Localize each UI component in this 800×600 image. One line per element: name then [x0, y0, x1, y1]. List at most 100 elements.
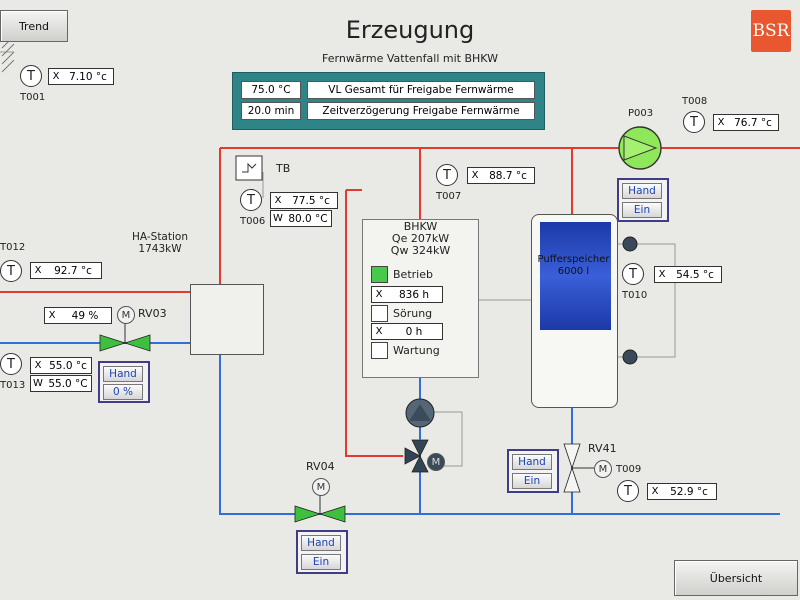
- t001-value: 7.10 °c: [63, 68, 114, 85]
- t010-tag: T010: [622, 290, 648, 301]
- setpoint-vl-label: VL Gesamt für Freigabe Fernwärme: [307, 81, 535, 99]
- p003-hand-button[interactable]: Hand: [622, 183, 662, 199]
- rv03-mode: X: [44, 307, 60, 324]
- ha-station-name: HA-Station: [132, 231, 188, 243]
- t006-setpoint-value[interactable]: 80.0 °C: [285, 210, 332, 227]
- t009-sensor-icon: T: [617, 480, 639, 502]
- bhkw-fault-hours-value: 0 h: [386, 323, 443, 340]
- bhkw-panel: BHKW Qe 207kW Qw 324kW Betrieb X 836 h S…: [362, 219, 479, 378]
- t013-setpoint-value[interactable]: 55.0 °C: [45, 375, 92, 392]
- rv41-hand-button[interactable]: Hand: [512, 454, 552, 470]
- hot-pipes: [0, 147, 800, 457]
- t013-sensor-icon: T: [0, 353, 22, 375]
- bhkw-hours-value: 836 h: [386, 286, 443, 303]
- p003-tag: P003: [628, 108, 654, 119]
- t001-mode: X: [48, 68, 64, 85]
- t007-value: 88.7 °c: [482, 167, 535, 184]
- t013-tag: T013: [0, 380, 26, 391]
- tb-thermostat-icon: [235, 155, 263, 181]
- tb-label: TB: [276, 162, 291, 175]
- grey-lines: [0, 51, 676, 467]
- t008-tag: T008: [682, 96, 708, 107]
- rv04-tag: RV04: [306, 460, 335, 473]
- t009-mode: X: [647, 483, 663, 500]
- setpoint-panel: 75.0 °C VL Gesamt für Freigabe Fernwärme…: [232, 72, 545, 130]
- setpoint-delay-value[interactable]: 20.0 min: [241, 102, 301, 120]
- t012-tag: T012: [0, 242, 26, 253]
- t013-setpoint-mode: W: [30, 375, 46, 392]
- rv41-tag: RV41: [588, 442, 617, 455]
- t008-value: 76.7 °c: [728, 114, 779, 131]
- bhkw-qe: Qe 207kW: [391, 232, 450, 245]
- three-way-valve-icon: [404, 439, 429, 473]
- p003-ein-button[interactable]: Ein: [622, 202, 662, 218]
- t007-sensor-icon: T: [436, 164, 458, 186]
- bhkw-fault-mode: X: [371, 323, 387, 340]
- bhkw-hours-mode: X: [371, 286, 387, 303]
- bhkw-betrieb-indicator: [371, 266, 388, 283]
- buffer-tank-volume: 6000 l: [557, 266, 590, 277]
- bhkw-valve-motor-icon: M: [427, 453, 445, 471]
- t012-value: 92.7 °c: [45, 262, 102, 279]
- rv04-control-group: Hand Ein: [296, 530, 348, 574]
- buffer-tank-fill: [540, 222, 611, 330]
- rv03-control-group: Hand 0 %: [98, 361, 150, 403]
- bhkw-wartung-label: Wartung: [393, 344, 440, 357]
- buffer-tank-name: Pufferspeicher: [537, 254, 610, 265]
- t010-value: 54.5 °c: [669, 266, 722, 283]
- page-subtitle: Fernwärme Vattenfall mit BHKW: [322, 52, 498, 65]
- p003-control-group: Hand Ein: [617, 178, 669, 222]
- t013-mode: X: [30, 357, 46, 374]
- t001-tag: T001: [20, 92, 46, 103]
- rv04-hand-button[interactable]: Hand: [301, 535, 341, 551]
- t008-mode: X: [713, 114, 729, 131]
- t010-sensor-icon: T: [622, 263, 644, 285]
- valve-rv03-icon: [99, 322, 151, 352]
- rv41-control-group: Hand Ein: [507, 449, 559, 493]
- t006-setpoint-mode: W: [270, 210, 286, 227]
- t007-tag: T007: [436, 191, 462, 202]
- t001-sensor-icon: T: [20, 65, 42, 87]
- valve-rv41-icon: [563, 443, 594, 493]
- tank-sensor-bottom-icon: [622, 349, 638, 365]
- heat-exchanger: [190, 284, 264, 355]
- bhkw-name: BHKW: [403, 220, 438, 233]
- rv41-motor-icon: M: [594, 460, 612, 478]
- overview-button[interactable]: Übersicht: [674, 560, 798, 596]
- ha-station-power: 1743kW: [138, 243, 182, 255]
- trend-button[interactable]: Trend: [0, 10, 68, 42]
- bhkw-stoerung-label: Sörung: [393, 307, 433, 320]
- t006-tag: T006: [240, 216, 266, 227]
- bhkw-betrieb-label: Betrieb: [393, 268, 433, 281]
- rv03-hand-button[interactable]: Hand: [103, 366, 143, 382]
- t006-value: 77.5 °c: [285, 192, 338, 209]
- rv03-percent-output[interactable]: 0 %: [103, 384, 143, 400]
- t006-mode: X: [270, 192, 286, 209]
- bhkw-wartung-indicator: [371, 342, 388, 359]
- t009-value: 52.9 °c: [662, 483, 717, 500]
- setpoint-delay-label: Zeitverzögerung Freigabe Fernwärme: [307, 102, 535, 120]
- page-title: Erzeugung: [345, 16, 475, 44]
- t009-tag: T009: [616, 464, 642, 475]
- bhkw-stoerung-indicator: [371, 305, 388, 322]
- bhkw-qw: Qw 324kW: [390, 244, 451, 257]
- bhkw-pump-icon: [405, 376, 435, 440]
- pump-p003-icon: [618, 126, 662, 170]
- rv04-ein-button[interactable]: Ein: [301, 554, 341, 570]
- rv41-ein-button[interactable]: Ein: [512, 473, 552, 489]
- rv03-motor-icon: M: [117, 306, 135, 324]
- t012-sensor-icon: T: [0, 260, 22, 282]
- rv03-tag: RV03: [138, 307, 167, 320]
- tank-sensor-top-icon: [622, 236, 638, 252]
- t012-mode: X: [30, 262, 46, 279]
- setpoint-vl-value[interactable]: 75.0 °C: [241, 81, 301, 99]
- valve-rv04-icon: [294, 494, 346, 523]
- t007-mode: X: [467, 167, 483, 184]
- t006-sensor-icon: T: [240, 189, 262, 211]
- t010-mode: X: [654, 266, 670, 283]
- t008-sensor-icon: T: [683, 111, 705, 133]
- rv03-value: 49 %: [59, 307, 112, 324]
- t013-value: 55.0 °c: [45, 357, 92, 374]
